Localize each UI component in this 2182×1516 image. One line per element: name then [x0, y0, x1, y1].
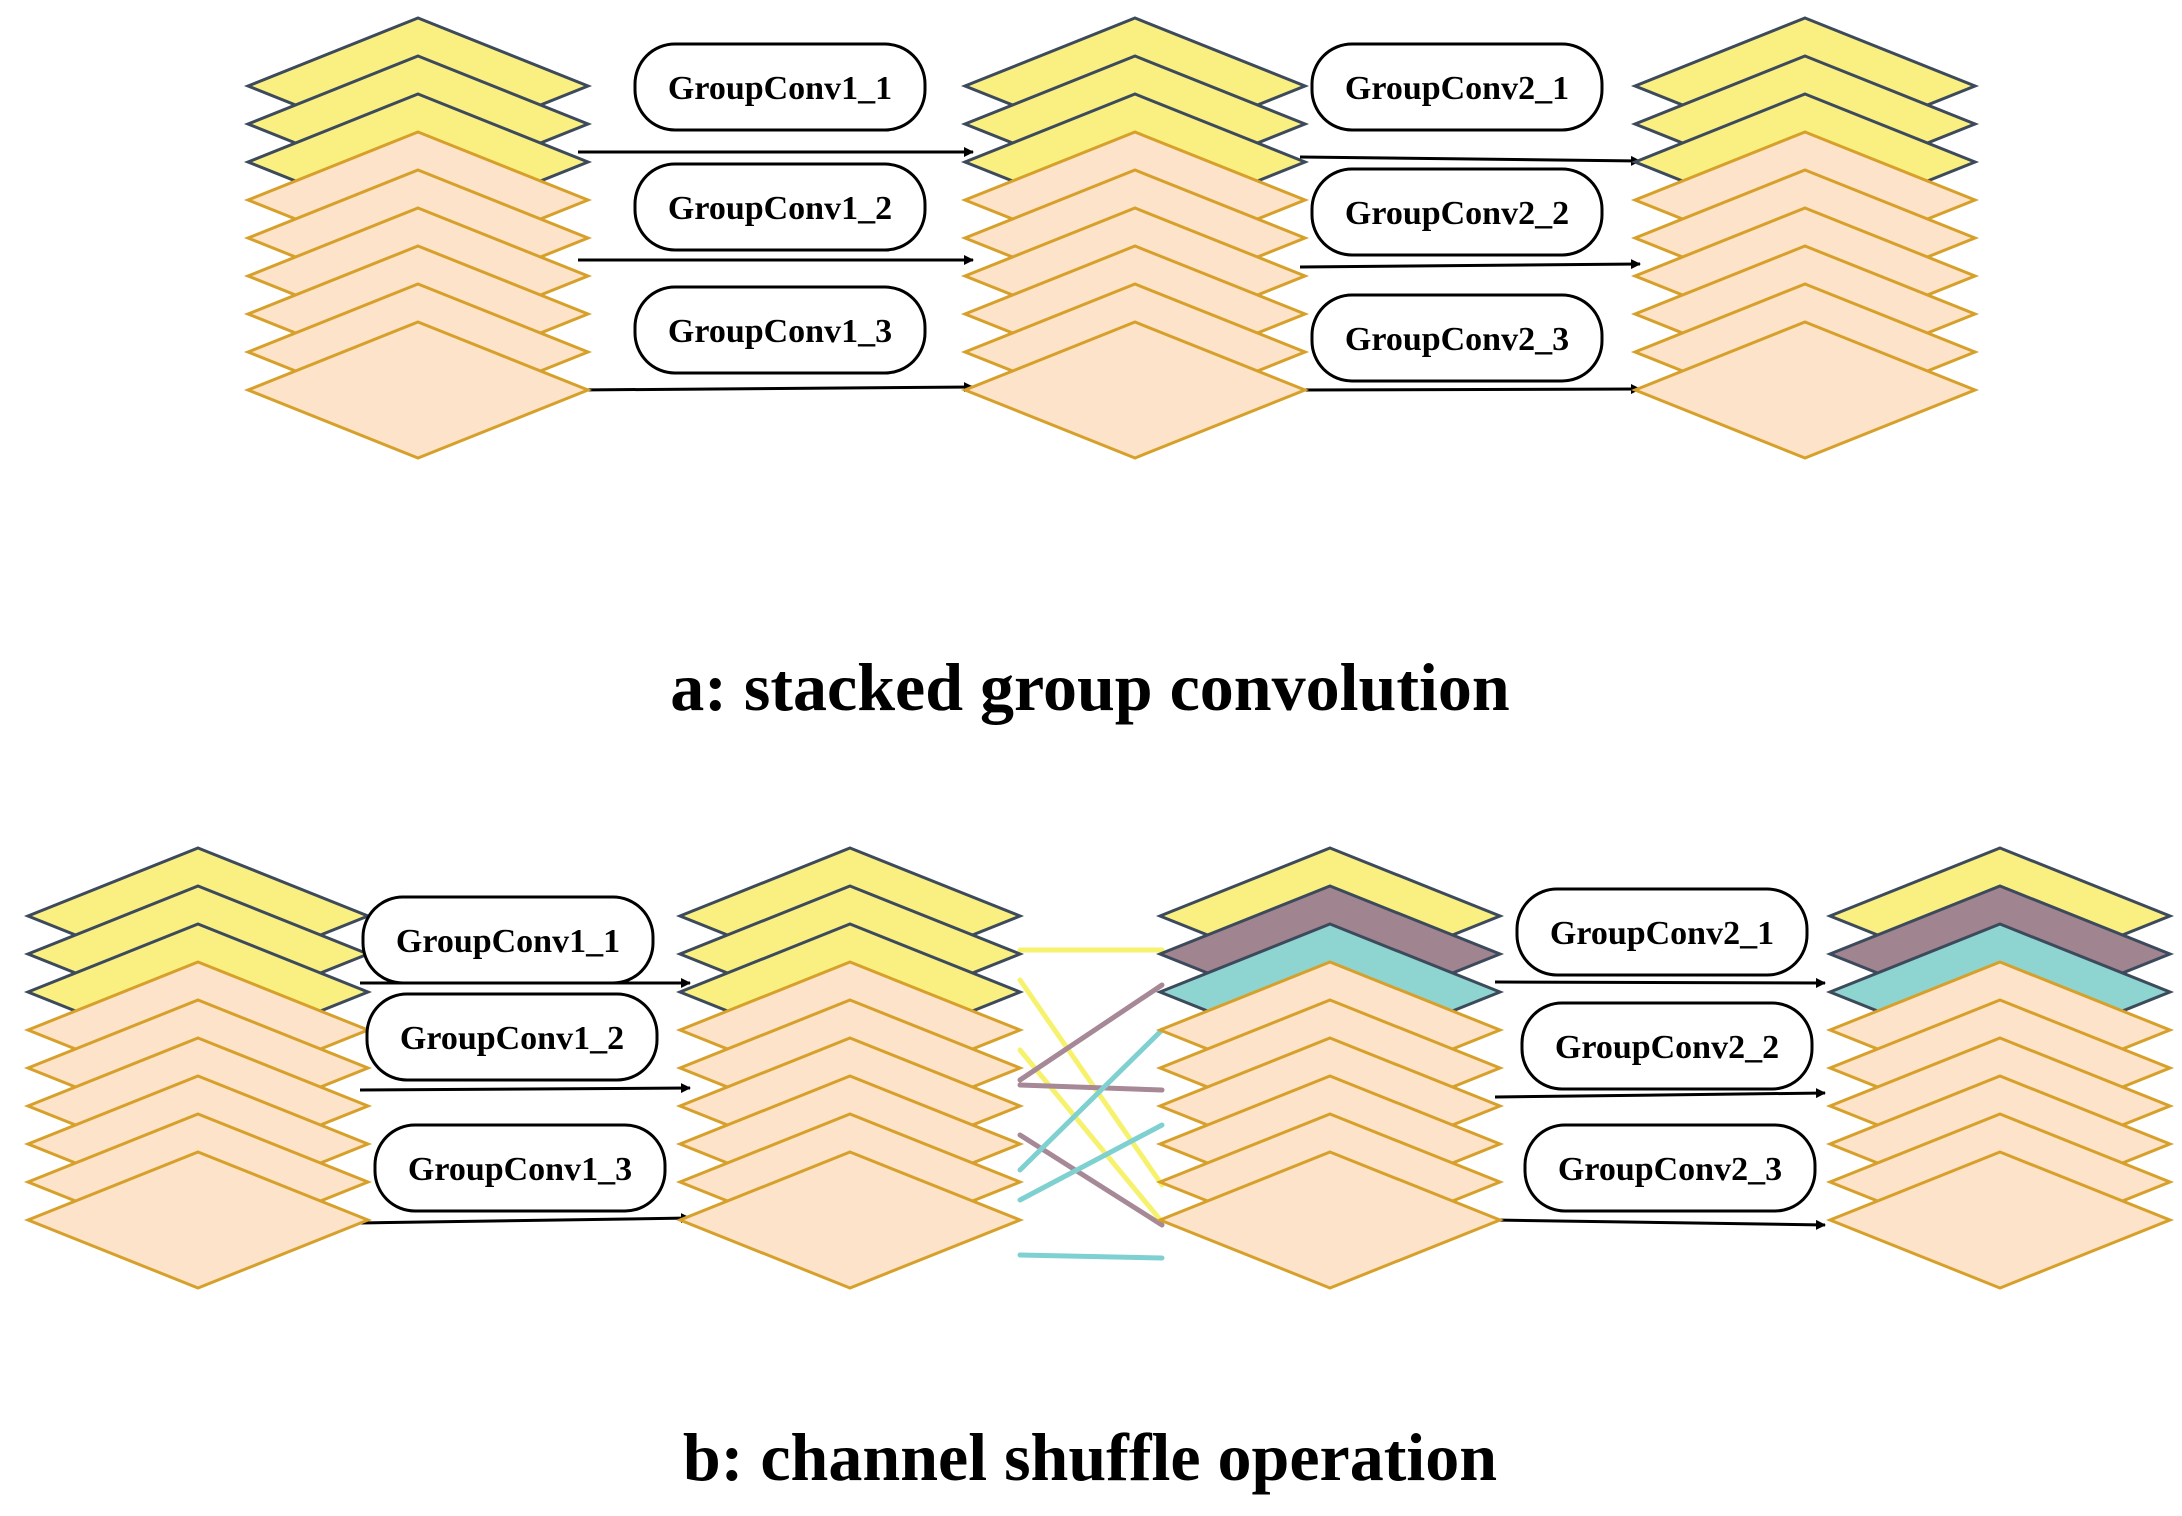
label-text: GroupConv2_3 — [1558, 1151, 1782, 1188]
group-conv-label: GroupConv1_1 — [361, 895, 655, 985]
panel-a-output-stack — [1630, 16, 1980, 460]
channel-layer — [1825, 1150, 2175, 1290]
channel-layer — [243, 320, 593, 460]
flow-arrow — [359, 1213, 691, 1225]
shuffle-line — [1017, 1122, 1165, 1203]
panel-b-channel-stacks — [23, 846, 2175, 1290]
label-text: GroupConv1_1 — [396, 923, 620, 960]
group-conv-label: GroupConv1_2 — [633, 162, 927, 252]
label-text: GroupConv1_3 — [668, 313, 892, 350]
group-conv-label: GroupConv1_2 — [365, 992, 659, 1082]
flow-arrow — [359, 1083, 691, 1094]
shuffle-line — [1017, 1027, 1165, 1173]
group-conv-label: GroupConv2_2 — [1520, 1001, 1814, 1091]
label-pill — [1523, 1123, 1817, 1213]
shuffle-line — [1017, 1252, 1165, 1261]
label-text: GroupConv2_2 — [1345, 195, 1569, 232]
label-text: GroupConv2_1 — [1345, 70, 1569, 107]
label-text: GroupConv2_2 — [1555, 1029, 1779, 1066]
label-pill — [633, 42, 927, 132]
channel-layer — [675, 1150, 1025, 1290]
panel-a-caption: a: stacked group convolution — [670, 649, 1509, 725]
channel-layer — [23, 1150, 373, 1290]
flow-arrow — [577, 382, 974, 393]
flow-arrow — [1299, 259, 1641, 270]
label-text: GroupConv1_2 — [400, 1020, 624, 1057]
panel-b-shuffle-lines — [1017, 947, 1165, 1261]
panel-a-arrows — [577, 147, 1641, 395]
panel-a-channel-stacks — [243, 16, 1980, 460]
shuffle-line — [1017, 977, 1165, 1188]
group-conv-label: GroupConv2_3 — [1523, 1123, 1817, 1213]
flow-arrow — [1299, 155, 1641, 166]
panel-b-input-stack — [23, 846, 373, 1290]
group-conv-label: GroupConv2_1 — [1515, 887, 1809, 977]
label-pill — [361, 895, 655, 985]
label-pill — [1310, 293, 1604, 383]
label-text: GroupConv2_1 — [1550, 915, 1774, 952]
shuffle-line — [1017, 982, 1165, 1083]
label-text: GroupConv1_2 — [668, 190, 892, 227]
label-pill — [633, 162, 927, 252]
group-conv-label: GroupConv1_3 — [373, 1123, 667, 1213]
panel-a-middle-stack — [960, 16, 1310, 460]
label-pill — [1515, 887, 1809, 977]
label-pill — [1310, 42, 1604, 132]
label-pill — [1310, 167, 1604, 257]
label-text: GroupConv1_3 — [408, 1151, 632, 1188]
flow-arrow — [1299, 384, 1641, 395]
panel-b-grouped-stack — [675, 846, 1025, 1290]
group-conv-label: GroupConv1_1 — [633, 42, 927, 132]
shuffle-line — [1017, 1047, 1165, 1225]
label-pill — [365, 992, 659, 1082]
shuffle-line — [1017, 1082, 1165, 1093]
panel-b-output-stack — [1825, 846, 2175, 1290]
flow-arrow — [1494, 977, 1826, 988]
channel-layer — [1155, 1150, 1505, 1290]
channel-layer — [1630, 320, 1980, 460]
panel-b-caption: b: channel shuffle operation — [683, 1419, 1497, 1495]
label-text: GroupConv2_3 — [1345, 321, 1569, 358]
label-pill — [373, 1123, 667, 1213]
panel-a-input-stack — [243, 16, 593, 460]
flow-arrow — [1494, 1218, 1826, 1230]
group-conv-label: GroupConv2_2 — [1310, 167, 1604, 257]
group-conv-label: GroupConv2_3 — [1310, 293, 1604, 383]
channel-layer — [960, 320, 1310, 460]
panel-b-shuffled-stack — [1155, 846, 1505, 1290]
label-text: GroupConv1_1 — [668, 70, 892, 107]
label-pill — [1520, 1001, 1814, 1091]
group-conv-label: GroupConv2_1 — [1310, 42, 1604, 132]
flow-arrow — [1494, 1088, 1826, 1099]
group-conv-label: GroupConv1_3 — [633, 285, 927, 375]
label-pill — [633, 285, 927, 375]
